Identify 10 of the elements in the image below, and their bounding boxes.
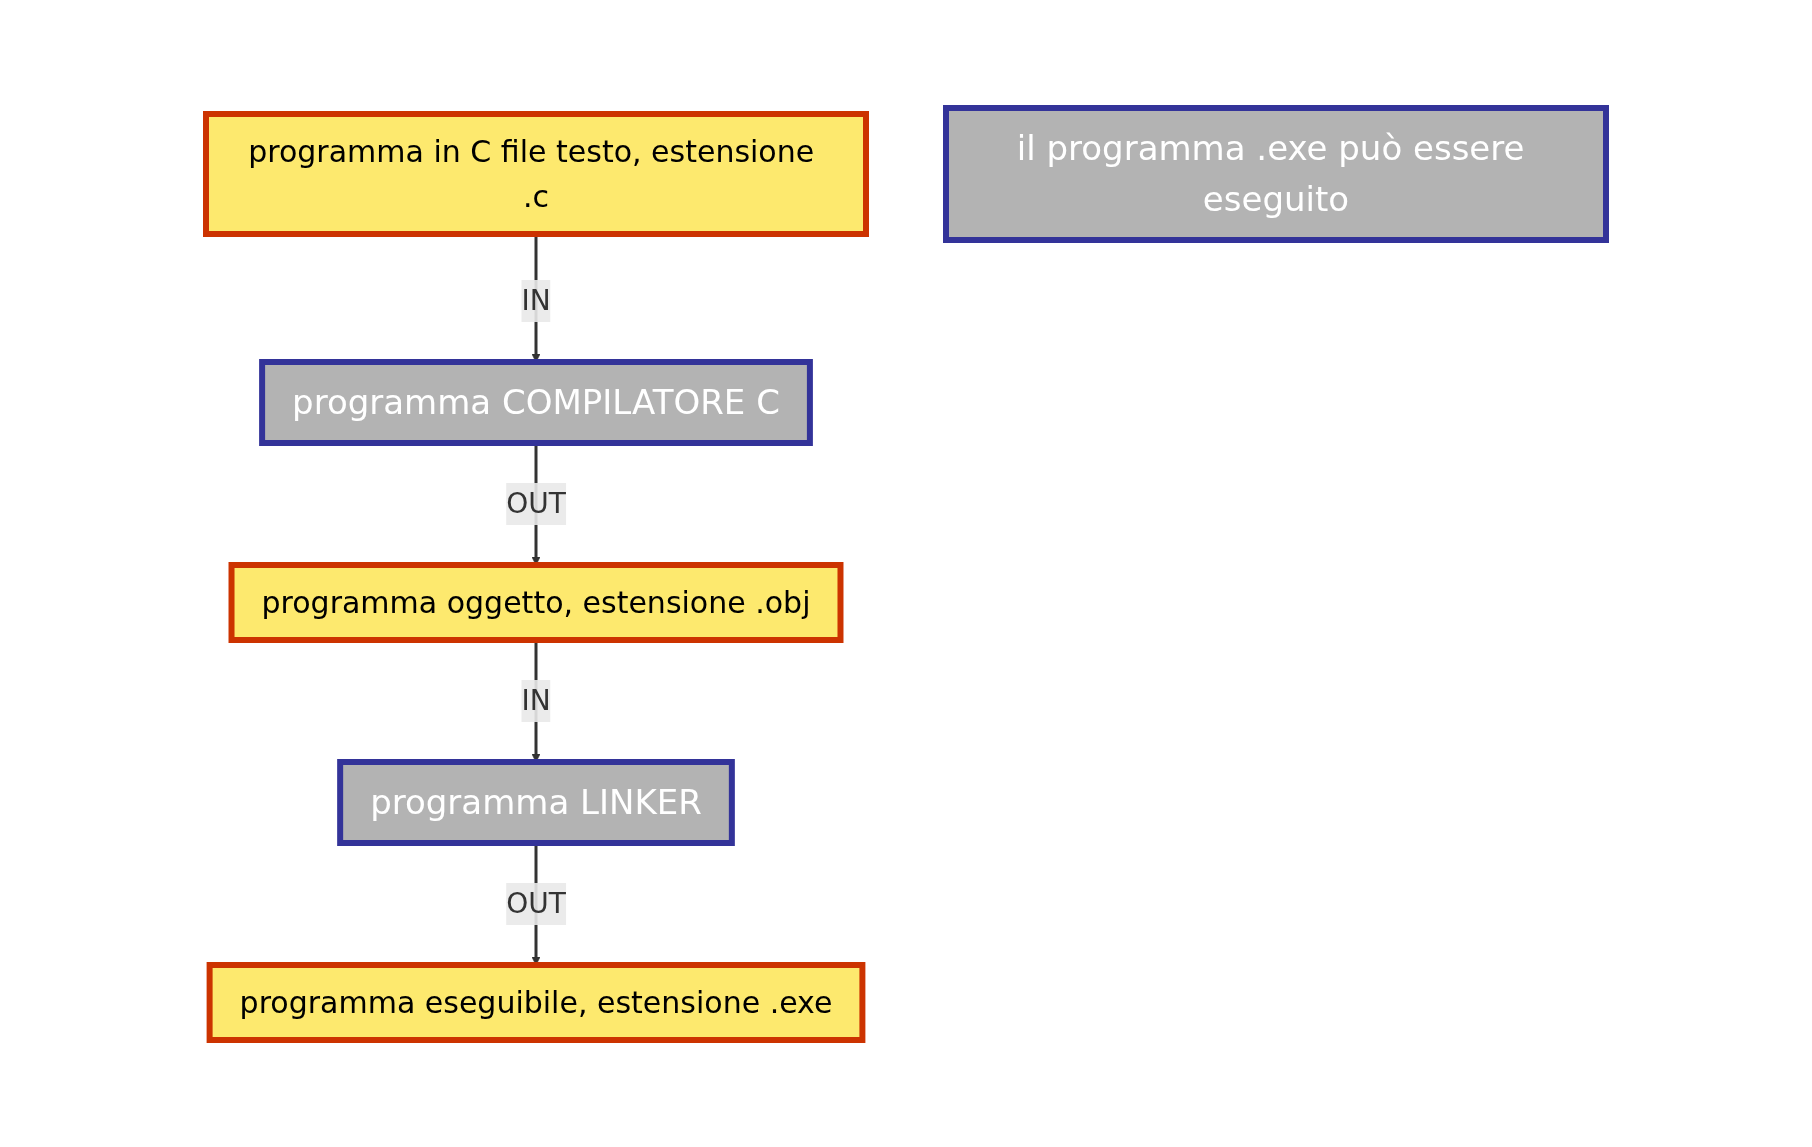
node-box: programma LINKER <box>337 758 735 846</box>
node-box: il programma .exe può essere eseguito <box>943 104 1609 243</box>
node-box: programma in C file testo, estensione .c <box>203 110 869 237</box>
node-box: programma oggetto, estensione .obj <box>228 561 844 643</box>
edge-label: IN <box>521 283 551 317</box>
node-box: programma COMPILATORE C <box>259 358 813 446</box>
edge-label: OUT <box>506 486 566 520</box>
edge-label: OUT <box>506 886 566 920</box>
edge-label: IN <box>521 683 551 717</box>
node-box: programma eseguibile, estensione .exe <box>206 961 866 1043</box>
